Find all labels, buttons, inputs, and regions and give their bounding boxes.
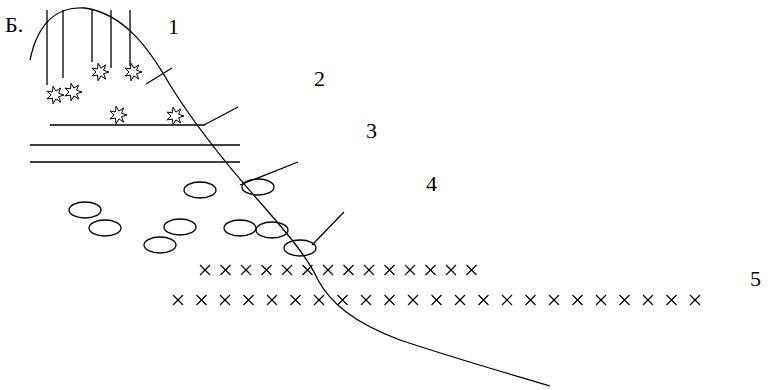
cross-mark — [385, 265, 395, 275]
cell — [242, 179, 274, 195]
ionization-star — [47, 86, 64, 104]
cross-mark — [244, 295, 254, 305]
cell — [69, 202, 101, 218]
cross-mark — [455, 295, 465, 305]
cell — [284, 240, 316, 256]
leader-line — [204, 107, 238, 125]
cross-mark — [344, 265, 354, 275]
cross-mark — [303, 265, 313, 275]
callout-number: 3 — [366, 120, 377, 142]
cross-mark — [426, 265, 436, 275]
cross-mark — [620, 295, 630, 305]
cross-mark — [241, 265, 251, 275]
leader-line — [146, 68, 172, 84]
cross-mark — [549, 295, 559, 305]
cross-mark — [221, 265, 231, 275]
cross-mark — [220, 295, 230, 305]
cross-mark — [643, 295, 653, 305]
cross-mark — [338, 295, 348, 305]
cross-mark — [173, 295, 183, 305]
cross-mark — [200, 265, 210, 275]
layer-line — [50, 124, 205, 125]
ionization-star — [167, 107, 184, 125]
cross-mark — [405, 265, 415, 275]
ray — [110, 10, 111, 68]
ray — [91, 10, 92, 62]
dose-curve — [30, 8, 550, 386]
cross-mark — [446, 265, 456, 275]
callout-number: 5 — [750, 268, 761, 290]
leader-line — [312, 212, 344, 245]
cross-mark — [573, 295, 583, 305]
cross-mark — [502, 295, 512, 305]
callout-number: 2 — [314, 68, 325, 90]
cross-mark — [408, 295, 418, 305]
cross-mark — [690, 295, 700, 305]
cross-mark — [432, 295, 442, 305]
cross-mark — [262, 265, 272, 275]
callout-number: 1 — [168, 16, 179, 38]
ionization-star — [92, 63, 109, 81]
cell — [256, 222, 288, 238]
cell — [89, 220, 121, 236]
layer-line — [30, 144, 240, 145]
cross-mark — [385, 295, 395, 305]
cross-mark — [291, 295, 301, 305]
cross-mark — [314, 295, 324, 305]
ray — [62, 10, 63, 78]
layer-line — [30, 161, 240, 162]
cell — [224, 220, 256, 236]
cell — [184, 182, 216, 198]
cross-mark — [596, 295, 606, 305]
cross-mark — [282, 265, 292, 275]
ionization-star — [65, 83, 82, 101]
figure-letter: Б. — [5, 14, 23, 36]
cross-mark — [667, 295, 677, 305]
ionization-star — [125, 63, 142, 81]
cross-mark — [197, 295, 207, 305]
cross-mark — [467, 265, 477, 275]
cross-mark — [267, 295, 277, 305]
ionization-star — [110, 106, 127, 124]
cross-mark — [323, 265, 333, 275]
cell — [144, 237, 176, 253]
ray — [129, 10, 130, 66]
cross-mark — [361, 295, 371, 305]
cross-mark — [526, 295, 536, 305]
callout-number: 4 — [426, 173, 437, 195]
cross-mark — [364, 265, 374, 275]
cell — [164, 219, 196, 235]
cross-mark — [479, 295, 489, 305]
